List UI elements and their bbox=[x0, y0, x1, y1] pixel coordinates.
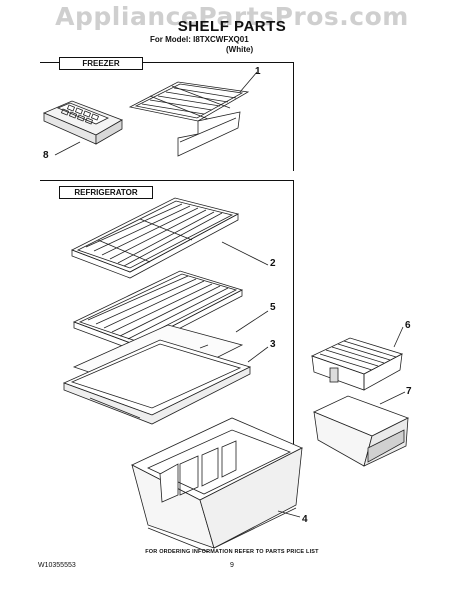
freezer-label: FREEZER bbox=[59, 57, 143, 70]
lower-wire-shelf bbox=[72, 270, 244, 352]
page-number: 9 bbox=[230, 562, 234, 569]
refrigerator-label: REFRIGERATOR bbox=[59, 186, 153, 199]
ice-tray bbox=[42, 100, 123, 145]
watermark: AppliancePartsPros.com bbox=[55, 2, 409, 31]
ordering-note: FOR ORDERING INFORMATION REFER TO PARTS … bbox=[145, 549, 319, 555]
document-number: W10355553 bbox=[38, 562, 76, 569]
callout-3: 3 bbox=[270, 339, 276, 350]
callout-8: 8 bbox=[43, 150, 49, 161]
callout-1: 1 bbox=[255, 66, 261, 77]
callout-7: 7 bbox=[406, 386, 412, 397]
callout-6: 6 bbox=[405, 320, 411, 331]
freezer-frame bbox=[40, 62, 294, 171]
page-title: SHELF PARTS bbox=[177, 18, 287, 35]
meat-pan-cover bbox=[310, 337, 404, 391]
callout-2: 2 bbox=[270, 258, 276, 269]
freezer-wire-shelf bbox=[128, 81, 250, 157]
refrigerator-frame bbox=[40, 180, 294, 461]
model-number: For Model: I8TXCWFXQ01 bbox=[150, 35, 249, 44]
upper-wire-shelf bbox=[71, 197, 240, 279]
crisper-drawer bbox=[131, 417, 303, 553]
meat-pan bbox=[313, 395, 410, 467]
callout-5: 5 bbox=[270, 302, 276, 313]
crisper-cover-frame bbox=[62, 339, 252, 425]
model-color: (White) bbox=[226, 45, 254, 54]
callout-4: 4 bbox=[302, 514, 308, 525]
